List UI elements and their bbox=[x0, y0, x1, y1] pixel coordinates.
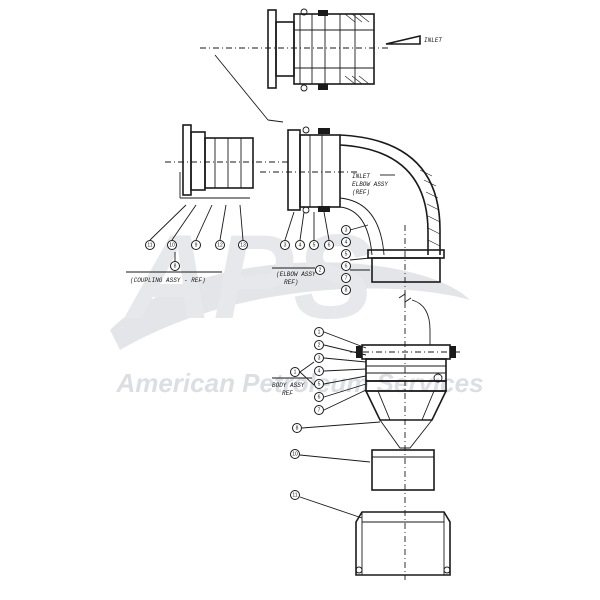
callout-bubble: 2 bbox=[314, 340, 324, 350]
callout-bubble: 5 bbox=[341, 249, 351, 259]
svg-text:5: 5 bbox=[313, 242, 316, 248]
callout-bubble: 3 bbox=[314, 353, 324, 363]
inlet-label: INLET bbox=[424, 37, 442, 44]
body-main-callout: 1 bbox=[290, 367, 300, 377]
svg-text:3: 3 bbox=[284, 242, 287, 248]
sleeve-callout: 10 bbox=[290, 449, 300, 459]
svg-text:9: 9 bbox=[195, 242, 198, 248]
svg-text:3: 3 bbox=[345, 227, 348, 233]
callout-bubble: 13 bbox=[238, 240, 248, 250]
sleeve-part bbox=[371, 449, 435, 491]
svg-text:4: 4 bbox=[318, 368, 321, 374]
svg-text:ELBOW ASSY: ELBOW ASSY bbox=[352, 181, 388, 188]
body-assembly-view bbox=[350, 344, 460, 449]
body-assy-label: BODY ASSY bbox=[272, 382, 305, 389]
svg-text:(REF): (REF) bbox=[352, 189, 370, 196]
callout-bubble: 1 bbox=[314, 327, 324, 337]
callout-bubble: 8 bbox=[341, 285, 351, 295]
svg-text:1: 1 bbox=[318, 329, 321, 335]
callout-bubble: 4 bbox=[341, 237, 351, 247]
callout-bubble: 12 bbox=[215, 240, 225, 250]
body-assy-ref: REF bbox=[282, 390, 293, 397]
inlet-arrow: INLET bbox=[385, 34, 442, 45]
svg-text:8: 8 bbox=[174, 263, 177, 269]
elbow-left-callouts: 3 4 5 6 bbox=[280, 240, 334, 250]
top-coupling-view bbox=[200, 8, 390, 92]
svg-text:12: 12 bbox=[217, 242, 223, 248]
svg-text:10: 10 bbox=[169, 242, 175, 248]
inlet-elbow-note: INLET ELBOW ASSY (REF) bbox=[352, 173, 395, 196]
svg-text:1: 1 bbox=[294, 369, 297, 375]
break-line bbox=[398, 292, 431, 580]
cap-callout: 11 bbox=[290, 490, 300, 500]
callout-bubble: 5 bbox=[309, 240, 319, 250]
svg-text:6: 6 bbox=[318, 394, 321, 400]
svg-text:10: 10 bbox=[292, 451, 298, 457]
top-coupling-hatching bbox=[344, 13, 370, 85]
callout-bubble: 10 bbox=[167, 240, 177, 250]
svg-text:7: 7 bbox=[318, 407, 321, 413]
callout-bubble: 4 bbox=[295, 240, 305, 250]
callout-bubble: 6 bbox=[341, 261, 351, 271]
callout-bubble: 4 bbox=[314, 366, 324, 376]
coupling-callout-leaders bbox=[149, 204, 244, 262]
svg-text:5: 5 bbox=[345, 251, 348, 257]
svg-text:8: 8 bbox=[345, 287, 348, 293]
callout-bubble: 9 bbox=[191, 240, 201, 250]
svg-text:11: 11 bbox=[147, 242, 152, 248]
callout-bubble: 5 bbox=[314, 379, 324, 389]
svg-text:3: 3 bbox=[318, 355, 321, 361]
watermark-logo: APS bbox=[124, 210, 374, 344]
callout-bubble: 3 bbox=[280, 240, 290, 250]
svg-text:4: 4 bbox=[299, 242, 302, 248]
callout-bubble: 6 bbox=[324, 240, 334, 250]
coupling-callouts: 11 10 9 12 13 8 bbox=[145, 240, 248, 271]
callout-bubble: 7 bbox=[341, 273, 351, 283]
elbow-wall-hatching bbox=[419, 169, 441, 247]
coupling-assembly-view bbox=[165, 124, 290, 199]
callout-bubble: 8 bbox=[292, 423, 302, 433]
svg-text:INLET: INLET bbox=[352, 173, 370, 180]
svg-text:8: 8 bbox=[296, 425, 299, 431]
svg-text:6: 6 bbox=[345, 263, 348, 269]
callout-bubble: 8 bbox=[170, 261, 180, 271]
callout-bubble: 6 bbox=[314, 392, 324, 402]
body-left-callouts: 1 2 3 4 5 6 7 8 bbox=[292, 327, 324, 433]
svg-text:7: 7 bbox=[345, 275, 348, 281]
svg-text:6: 6 bbox=[328, 242, 331, 248]
callout-bubble: 7 bbox=[314, 405, 324, 415]
elbow-callout-leaders bbox=[284, 211, 371, 271]
svg-text:5: 5 bbox=[318, 381, 321, 387]
body-callout-leaders bbox=[301, 331, 381, 429]
aps-watermark: APS American Petroleum Services bbox=[110, 210, 484, 398]
coupling-assy-label: (COUPLING ASSY - REF) bbox=[130, 277, 206, 284]
watermark-swoosh bbox=[110, 262, 470, 350]
elbow-right-callouts: 3 4 5 6 7 8 bbox=[341, 225, 351, 295]
elbow-assy-ref: REF) bbox=[284, 279, 298, 286]
svg-text:13: 13 bbox=[240, 242, 246, 248]
callout-bubble: 11 bbox=[145, 240, 155, 250]
bottom-cap-part bbox=[355, 511, 451, 576]
elbow-main-callout: 2 bbox=[315, 265, 325, 275]
elbow-assy-label: (ELBOW ASSY bbox=[276, 271, 316, 278]
callout-bubble: 3 bbox=[341, 225, 351, 235]
svg-text:11: 11 bbox=[292, 492, 297, 498]
svg-text:2: 2 bbox=[318, 342, 321, 348]
elbow-assembly-view bbox=[260, 126, 445, 300]
svg-text:2: 2 bbox=[319, 267, 322, 273]
svg-text:4: 4 bbox=[345, 239, 348, 245]
